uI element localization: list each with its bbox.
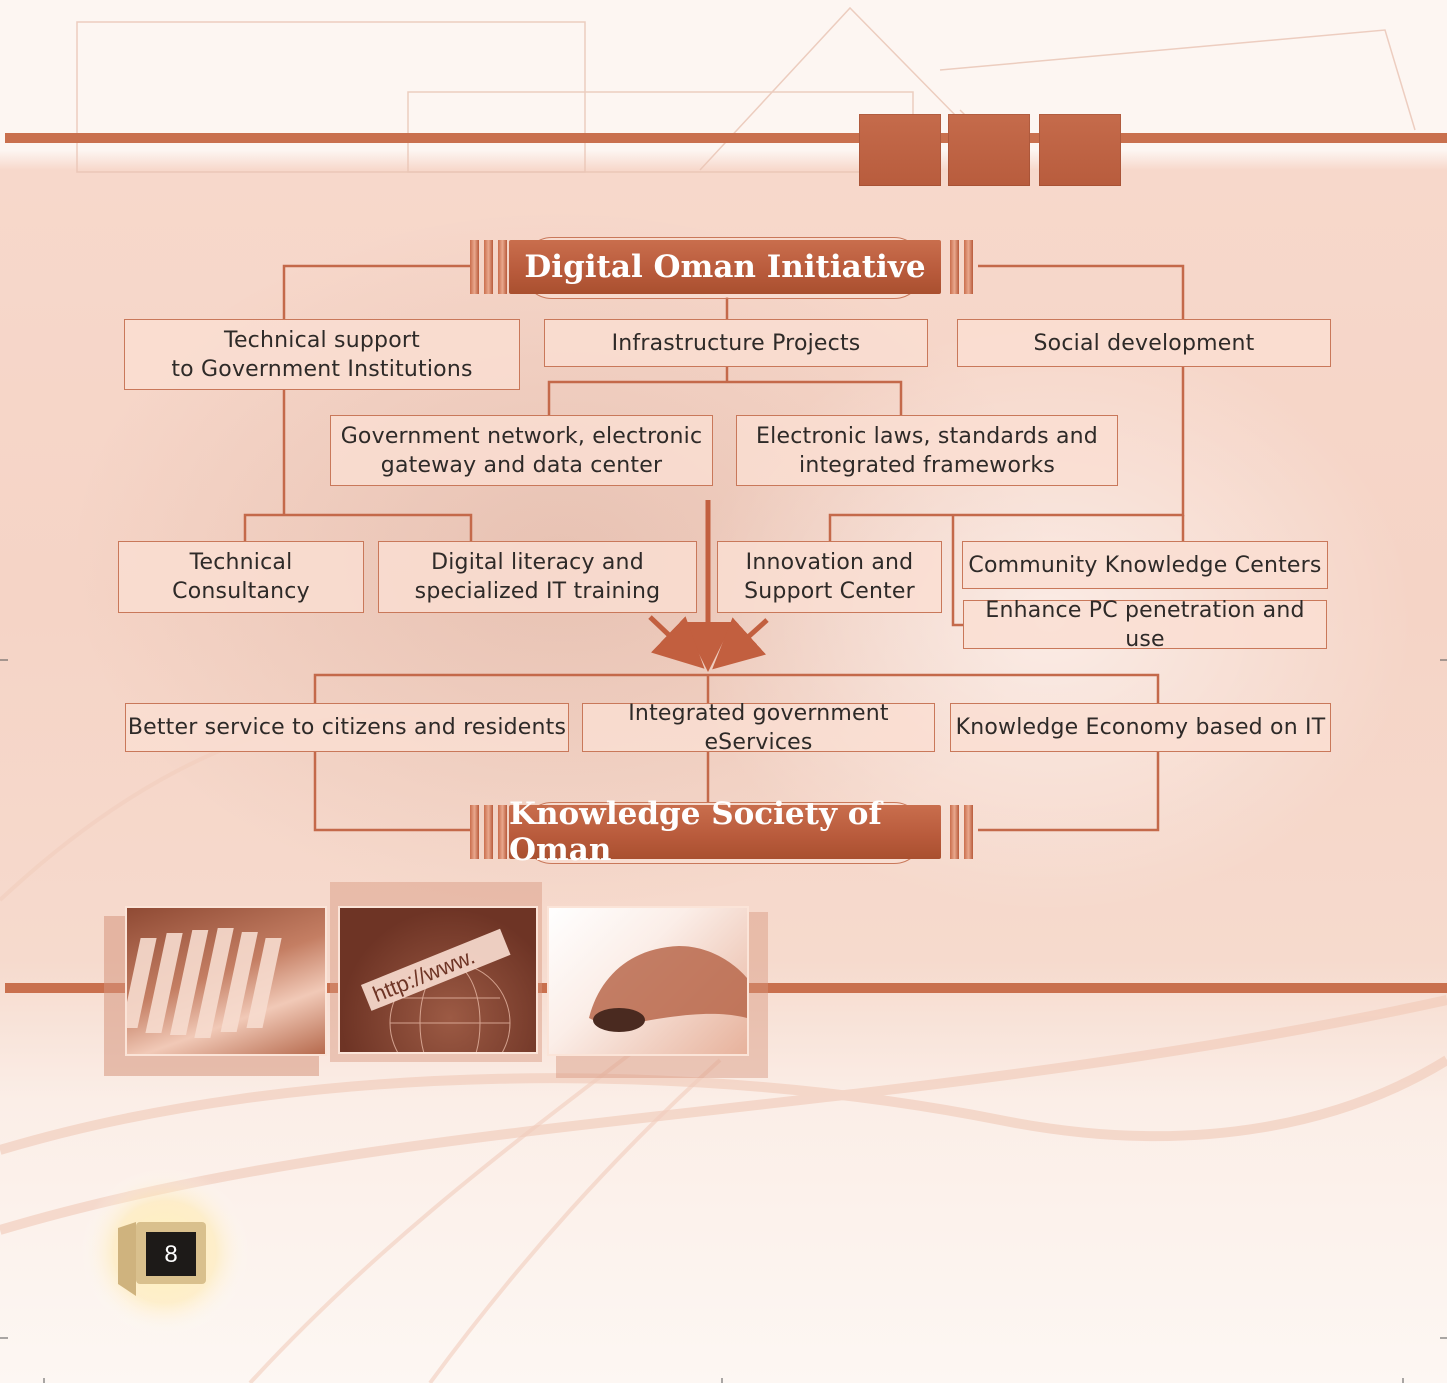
outcome-integrated-eservices: Integrated government eServices: [582, 701, 935, 755]
node-technical-consultancy: Technical Consultancy: [118, 541, 364, 613]
globe-icon: http://www.: [360, 928, 511, 1052]
header-square: [1039, 114, 1121, 186]
banner-bar: [470, 805, 479, 859]
node-enhance-pc-penetration: Enhance PC penetration and use: [963, 598, 1327, 652]
banner-bar: [950, 805, 959, 859]
page-number: 8: [164, 1241, 178, 1268]
header-square: [859, 114, 941, 186]
outcome-knowledge-economy: Knowledge Economy based on IT: [950, 703, 1331, 752]
banner-bar: [950, 240, 959, 294]
node-social-development: Social development: [957, 319, 1331, 367]
node-electronic-laws: Electronic laws, standards and integrate…: [736, 415, 1118, 486]
keyboard-icon: [127, 928, 282, 1038]
node-innovation-center: Innovation and Support Center: [717, 541, 942, 613]
header-square: [948, 114, 1030, 186]
diagram-title: Digital Oman Initiative: [509, 240, 941, 294]
banner-bar: [964, 240, 973, 294]
hand-mouse-photo: [547, 906, 749, 1056]
banner-bar: [498, 805, 507, 859]
top-accent-band: [5, 133, 1447, 143]
node-digital-literacy: Digital literacy and specialized IT trai…: [378, 541, 697, 613]
node-technical-support: Technical support to Government Institut…: [124, 319, 520, 390]
node-community-knowledge-centers: Community Knowledge Centers: [962, 541, 1328, 589]
node-infrastructure-projects: Infrastructure Projects: [544, 319, 928, 367]
node-government-network: Government network, electronic gateway a…: [330, 415, 713, 486]
browser-url-photo: http://www.: [338, 906, 538, 1054]
keyboard-photo: [125, 906, 327, 1056]
outcome-better-service: Better service to citizens and residents: [125, 703, 569, 752]
banner-bar: [964, 805, 973, 859]
banner-bar: [484, 240, 493, 294]
banner-bar: [470, 240, 479, 294]
banner-bar: [498, 240, 507, 294]
mouse-icon: [589, 946, 747, 1032]
banner-bar: [484, 805, 493, 859]
